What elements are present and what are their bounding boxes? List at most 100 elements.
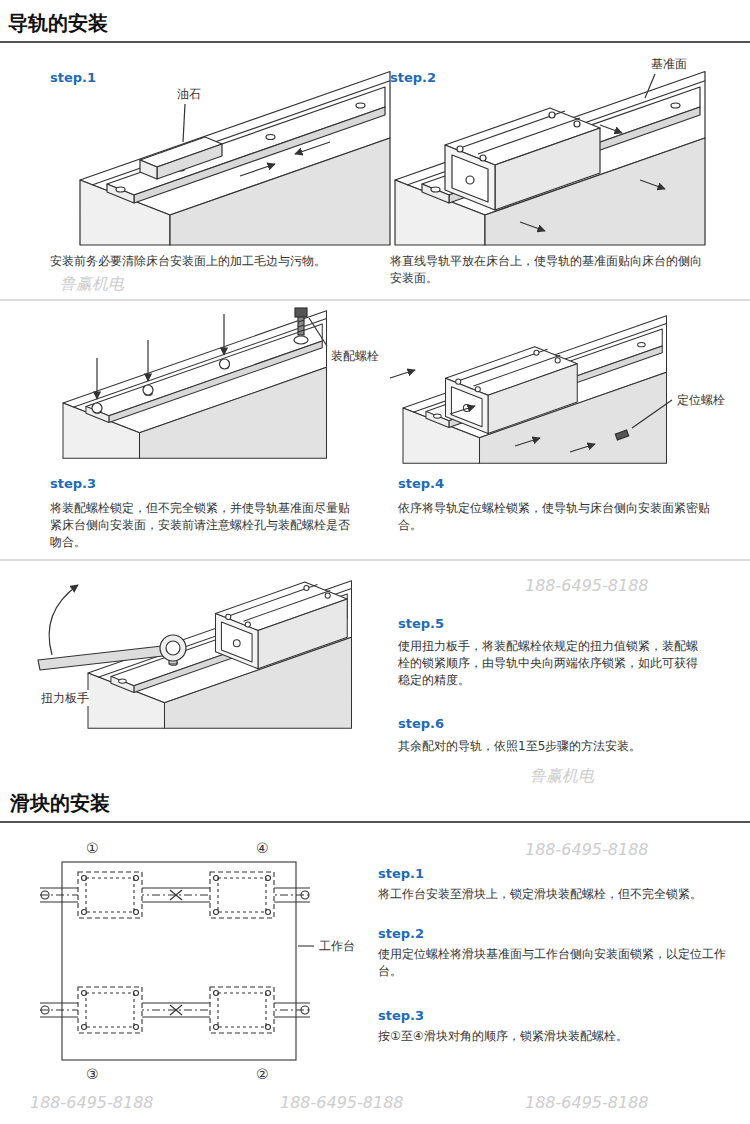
- worktable-figure-part: [301, 891, 309, 899]
- step-text: 使用定位螺栓将滑块基准面与工作台侧向安装面锁紧，以定位工作台。: [378, 946, 728, 980]
- step-text: 将直线导轨平放在床台上，使导轨的基准面贴向床台的侧向安装面。: [390, 253, 710, 287]
- worktable-figure-part: [134, 876, 139, 881]
- worktable-figure-part: [78, 872, 142, 918]
- step-number: step.2: [390, 70, 436, 86]
- worktable-figure-part: [82, 1025, 87, 1030]
- step-text: 其余配对的导轨，依照1至5步骤的方法安装。: [398, 738, 718, 755]
- worktable-figure-part: [82, 910, 87, 915]
- worktable-figure-part: [266, 991, 271, 996]
- step4-figure-part-part: [615, 430, 628, 440]
- worktable-figure-part: [214, 876, 219, 881]
- step1-figure-part-part: [240, 164, 275, 176]
- step1-figure-part-part: [157, 144, 222, 179]
- circled-number: ③: [86, 1066, 99, 1082]
- worktable-figure-part: [170, 1005, 182, 1015]
- worktable-figure-part: [41, 891, 49, 899]
- circled-number: ①: [86, 840, 99, 856]
- step1-figure-part: [140, 104, 330, 179]
- worktable-figure-part: [78, 987, 142, 1033]
- worktable-figure-part: [62, 862, 296, 1060]
- worktable-figure-part: [86, 878, 134, 912]
- separator-lines-part: [0, 41, 750, 43]
- step4-figure-part-part: [450, 406, 475, 414]
- step2-figure-part-part: [600, 125, 622, 133]
- section-heading: 导轨的安装: [8, 10, 108, 36]
- step3-figure-part-part: [96, 358, 97, 399]
- worktable-figure-part: [170, 890, 182, 900]
- watermark: 188-6495-8188: [525, 842, 649, 858]
- watermark: 188-6495-8188: [525, 1095, 649, 1111]
- worktable-figure-part: [214, 991, 219, 996]
- worktable-figure-part: [301, 1006, 309, 1014]
- step2-figure-part-part: [640, 180, 665, 189]
- worktable-figure-part: [210, 987, 274, 1033]
- step1-figure-part-part: [183, 104, 185, 142]
- section-heading: 滑块的安装: [10, 790, 110, 816]
- step-number: step.2: [378, 926, 424, 942]
- step-number: step.4: [398, 476, 444, 492]
- worktable-figure-part: [210, 872, 274, 918]
- step-text: 将工作台安装至滑块上，锁定滑块装配螺栓，但不完全锁紧。: [378, 886, 738, 903]
- worktable-figure-part: [82, 991, 87, 996]
- worktable-figure-part: [134, 910, 139, 915]
- step2-figure-part: [445, 108, 600, 210]
- step2-figure-part: [395, 72, 705, 246]
- watermark: 188-6495-8188: [280, 1095, 404, 1111]
- step3-figure-part-part: [294, 336, 308, 344]
- step3-figure-part-part: [298, 330, 304, 332]
- step-text: 使用扭力板手，将装配螺栓依规定的扭力值锁紧，装配螺栓的锁紧顺序，由导轨中央向两端…: [398, 638, 703, 689]
- step3-figure-part: [63, 311, 327, 458]
- step3-figure-part-part: [309, 318, 327, 346]
- step5-figure-part-part: [38, 646, 163, 670]
- worktable-figure-part: [134, 1025, 139, 1030]
- step4-figure-part-part: [632, 400, 672, 428]
- callout-label: 扭力板手: [40, 690, 90, 706]
- step3-figure-part-part: [298, 325, 304, 327]
- step3-figure-part-part: [298, 320, 304, 322]
- step5-figure-part-part: [160, 635, 186, 661]
- callout-label: 装配螺栓: [330, 348, 380, 364]
- worktable-figure-part: [134, 991, 139, 996]
- circled-number: ②: [256, 1066, 269, 1082]
- step3-figure-part-part: [147, 340, 148, 381]
- worktable-figure-part: [266, 910, 271, 915]
- step4-figure: [390, 316, 672, 463]
- step-number: step.1: [50, 70, 96, 86]
- step-number: step.3: [378, 1008, 424, 1024]
- step5-figure-part: [38, 585, 186, 670]
- step3-figure-part-part: [143, 385, 153, 395]
- worktable-figure-part: [214, 1025, 219, 1030]
- step-number: step.1: [378, 866, 424, 882]
- step5-figure: [38, 581, 352, 728]
- step4-figure-part: [403, 316, 667, 463]
- step1-figure-part: [80, 72, 390, 246]
- step3-figure-part-part: [92, 403, 102, 413]
- callout-label: 定位螺栓: [676, 392, 726, 408]
- worktable-figure-part: [170, 890, 182, 900]
- watermark: 鲁赢机电: [60, 276, 124, 292]
- worktable-figure-part: [266, 876, 271, 881]
- watermark: 鲁赢机电: [530, 768, 594, 784]
- step3-figure-part-part: [220, 359, 230, 369]
- step1-figure: [80, 72, 390, 246]
- separator-lines: [0, 42, 750, 822]
- step3-figure: [63, 308, 327, 458]
- separator-lines-part: [0, 821, 750, 823]
- step3-figure-part-part: [298, 317, 304, 335]
- watermark: 188-6495-8188: [30, 1095, 154, 1111]
- step-text: 依序将导轨定位螺栓锁紧，使导轨与床台侧向安装面紧密贴合。: [398, 500, 718, 534]
- step4-figure-part: [390, 370, 672, 452]
- worktable-figure: [40, 862, 314, 1060]
- worktable-figure-part: [218, 878, 266, 912]
- step2-figure-part-part: [520, 222, 545, 231]
- step-text: 安装前务必要清除床台安装面上的加工毛边与污物。: [50, 253, 370, 270]
- worktable-figure-part: [170, 1005, 182, 1015]
- step4-figure-part-part: [390, 370, 415, 378]
- callout-label: 工作台: [318, 938, 356, 954]
- step-number: step.6: [398, 716, 444, 732]
- worktable-figure-part: [86, 993, 134, 1027]
- step-text: 按①至④滑块对角的顺序，锁紧滑块装配螺栓。: [378, 1028, 738, 1045]
- step3-figure-part: [92, 308, 327, 413]
- step-number: step.5: [398, 616, 444, 632]
